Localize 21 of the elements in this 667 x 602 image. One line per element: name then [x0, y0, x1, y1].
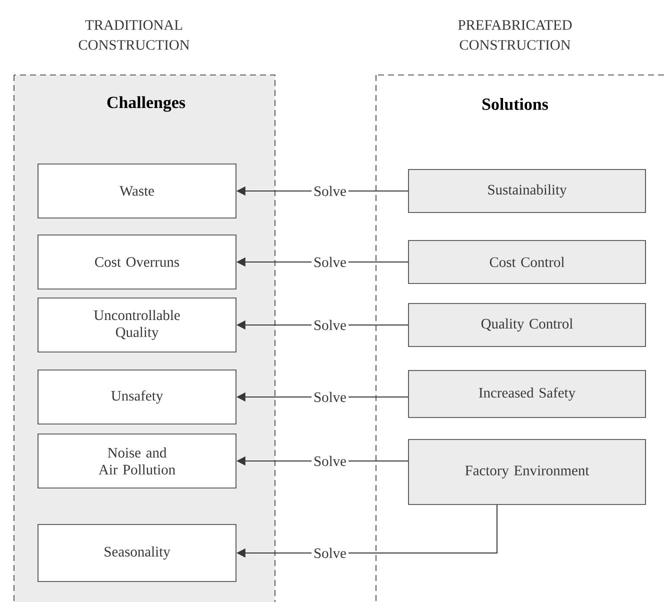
challenge-box: Noise and Air Pollution [38, 434, 236, 488]
solution-box: Sustainability [408, 169, 646, 213]
panel-title: Solutions [482, 98, 548, 110]
solution-box: Factory Environment [408, 439, 646, 505]
group-heading: PREFABRICATED CONSTRUCTION [458, 20, 572, 50]
edge-label: Solve [312, 254, 348, 270]
solution-box: Cost Control [408, 240, 646, 284]
panel-title: Challenges [107, 96, 186, 112]
solution-box: Increased Safety [408, 370, 646, 418]
challenge-box: Seasonality [38, 524, 236, 582]
edge-label: Solve [312, 390, 348, 404]
edge-label: Solve [312, 454, 348, 468]
group-heading: TRADITIONAL CONSTRUCTION [78, 20, 190, 50]
challenge-box: Unsafety [38, 370, 236, 424]
challenge-box: Waste [38, 164, 236, 218]
edge-label: Solve [312, 184, 348, 198]
challenge-box: Uncontrollable Quality [38, 298, 236, 352]
challenge-box: Cost Overruns [38, 234, 236, 290]
edge-label: Solve [312, 318, 348, 332]
edge-label: Solve [312, 546, 348, 560]
solution-box: Quality Control [408, 303, 646, 347]
